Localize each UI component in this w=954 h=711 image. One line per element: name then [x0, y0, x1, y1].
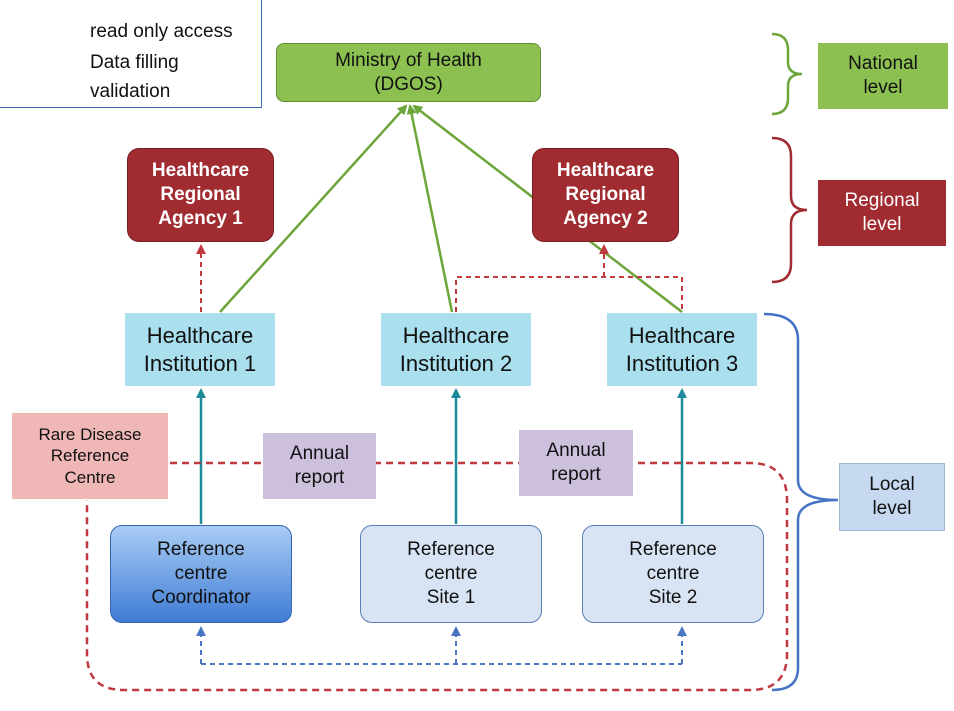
healthcare-institution-1-box: Healthcare Institution 1	[125, 313, 275, 386]
legend-panel: read only access Data filling validation	[0, 0, 262, 108]
regional-agency-2-box: Healthcare Regional Agency 2	[532, 148, 679, 242]
ministry-of-health-box: Ministry of Health (DGOS)	[276, 43, 541, 102]
dashed-path-inst2-inst3-to-agency2	[455, 276, 683, 312]
arrow-inst2-to-ministry	[406, 104, 454, 313]
national-level-label: National level	[818, 43, 948, 109]
regional-bracket	[771, 136, 808, 284]
arrow-inst1-to-ministry	[219, 104, 408, 313]
healthcare-institution-3-box: Healthcare Institution 3	[607, 313, 757, 386]
reference-centre-site-2-box: Reference centre Site 2	[582, 525, 764, 623]
reference-centre-coordinator-box: Reference centre Coordinator	[110, 525, 292, 623]
rare-disease-reference-centre-box: Rare Disease Reference Centre	[12, 413, 168, 499]
healthcare-institution-2-box: Healthcare Institution 2	[381, 313, 531, 386]
annual-report-box-1: Annual report	[263, 433, 376, 499]
local-bracket	[763, 312, 839, 692]
legend-read-only-label: read only access	[90, 21, 233, 42]
regional-agency-1-box: Healthcare Regional Agency 1	[127, 148, 274, 242]
reference-centre-site-1-box: Reference centre Site 1	[360, 525, 542, 623]
local-level-label: Local level	[839, 463, 945, 531]
annual-report-box-2: Annual report	[519, 430, 633, 496]
legend-data-filling-label: Data filling validation	[90, 52, 179, 102]
regional-level-label: Regional level	[818, 180, 946, 246]
national-bracket	[771, 32, 803, 116]
